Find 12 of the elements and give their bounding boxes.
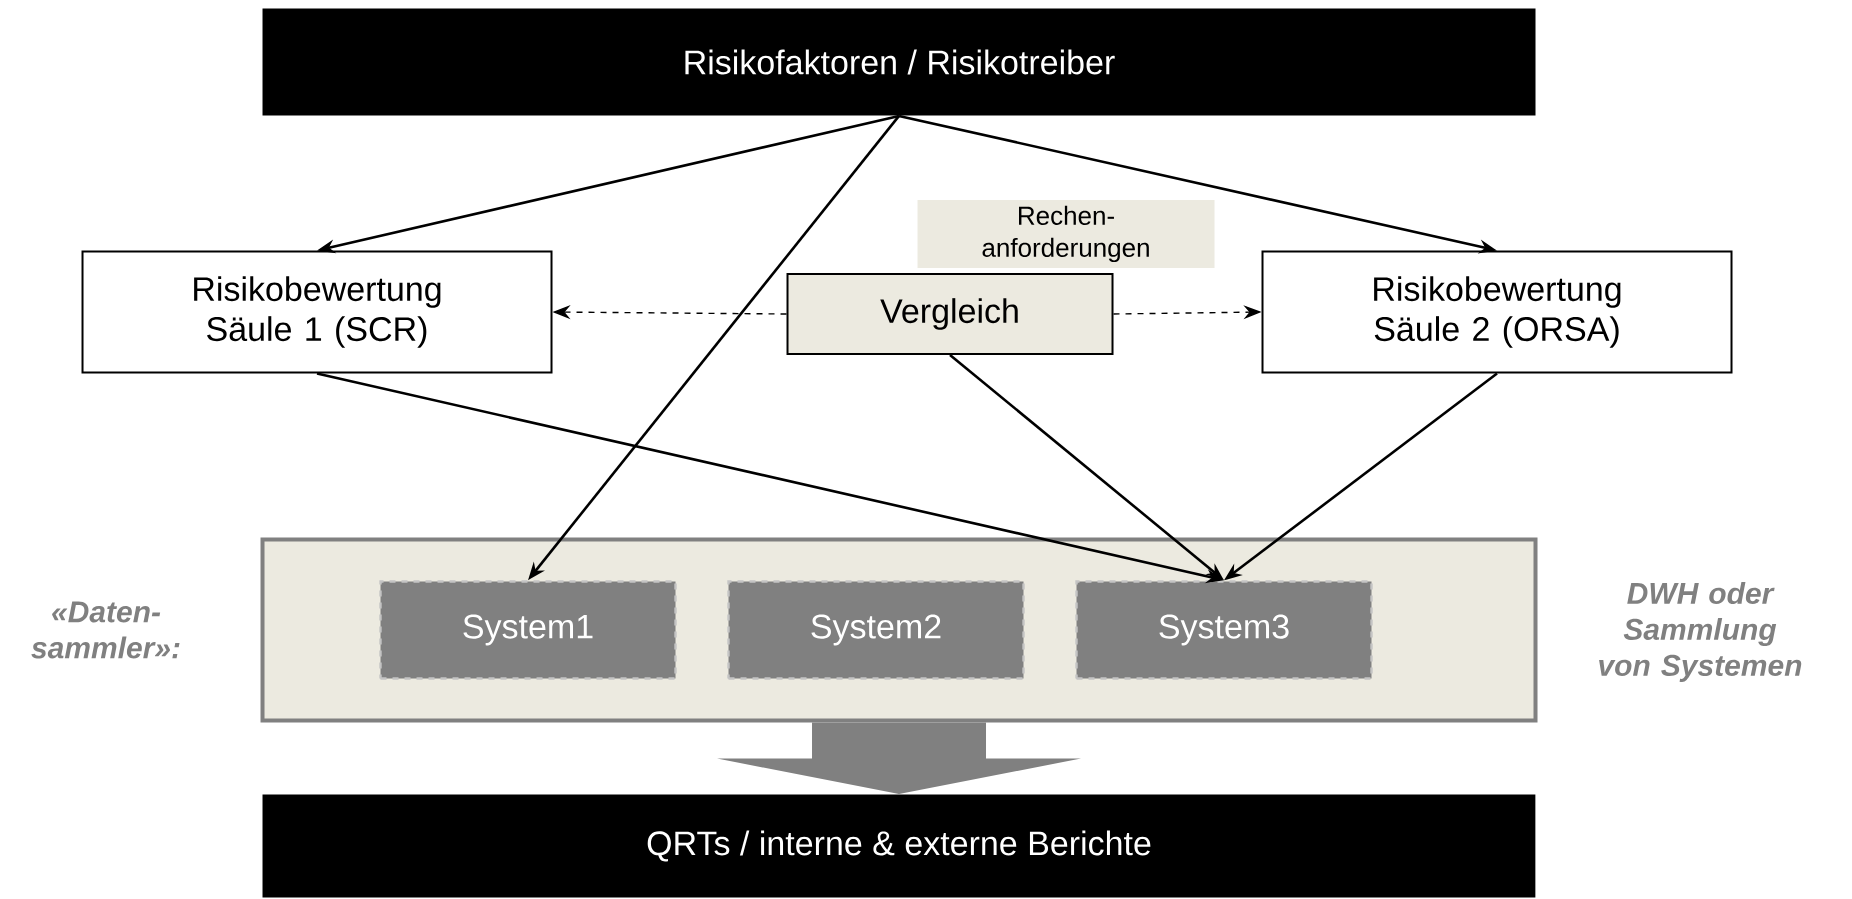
process-box: Risikobewertung Säule 2 (ORSA) [1261,250,1733,374]
block-arrow [717,722,1081,795]
side-label: DWH oder Sammlung von Systemen [1599,582,1802,682]
process-box: Risikobewertung Säule 1 (SCR) [81,250,553,374]
note-box: Rechen- anforderungen [917,200,1215,268]
output-bar: QRTs / interne & externe Berichte [262,794,1536,898]
system-box: System3 [1075,580,1373,680]
side-label: «Daten- sammler»: [31,601,180,659]
title-bar: Risikofaktoren / Risikotreiber [262,8,1536,116]
system-box: System1 [379,580,677,680]
system-box: System2 [727,580,1025,680]
comparison-box: Vergleich [786,273,1114,355]
